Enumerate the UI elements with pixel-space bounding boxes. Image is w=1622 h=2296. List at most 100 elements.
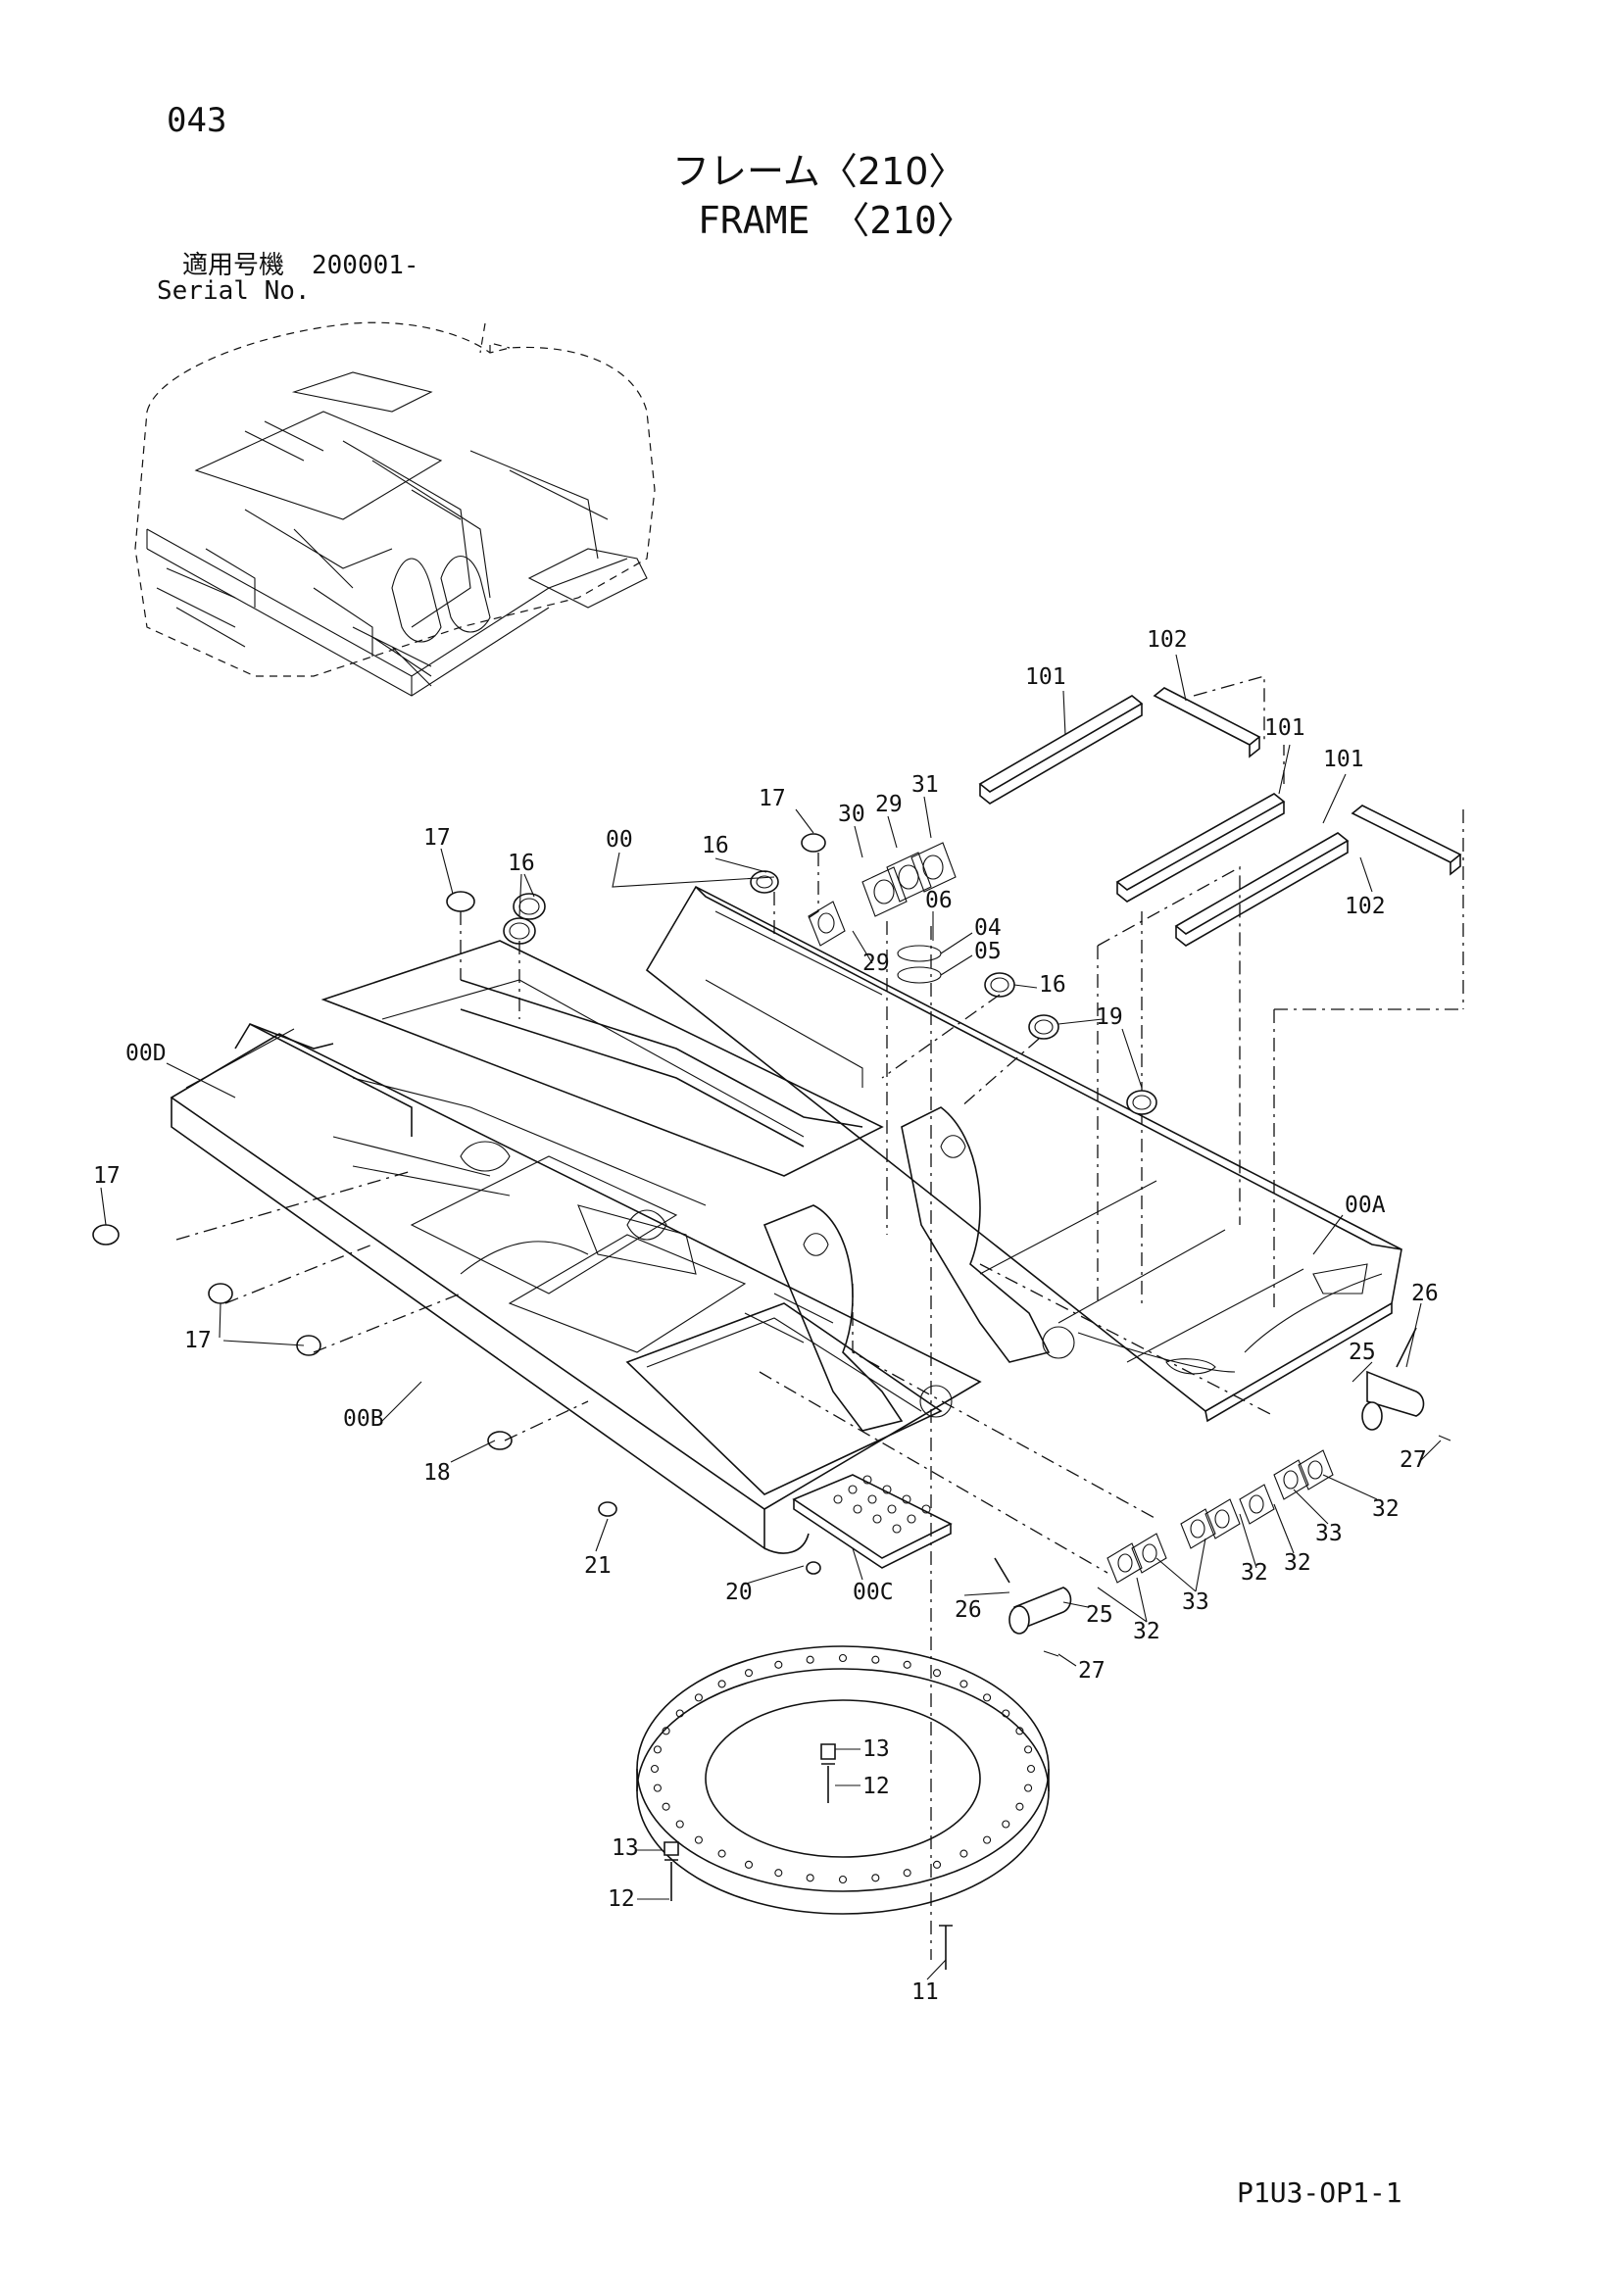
callout-label: 00B	[343, 1406, 384, 1432]
ring-bolt-hole	[662, 1802, 670, 1811]
callout-label: 33	[1182, 1589, 1209, 1615]
callout-label: 31	[911, 772, 939, 798]
callout-label: 101	[1025, 664, 1066, 690]
callout-label: 11	[911, 1979, 939, 2005]
callout-label: 13	[862, 1736, 890, 1762]
ring-bolt-hole	[653, 1745, 662, 1754]
ring-bolt-hole	[903, 1869, 911, 1878]
ring-bolt-hole	[932, 1860, 942, 1869]
callout-label: 16	[1039, 972, 1066, 998]
ring-bolt-hole	[983, 1693, 992, 1702]
ring-bolt-hole	[1002, 1709, 1010, 1718]
ring-bolt-hole	[838, 1653, 848, 1663]
callout-label: 25	[1086, 1602, 1113, 1628]
callout-label: 32	[1284, 1550, 1311, 1576]
ring-bolt-hole	[744, 1860, 754, 1869]
serial-number-value: 200001-	[312, 251, 419, 280]
callout-label: 13	[612, 1835, 639, 1861]
callout-label: 16	[508, 851, 535, 876]
ring-bolt-hole	[983, 1835, 992, 1844]
ring-bolt-hole	[1002, 1820, 1010, 1829]
callout-label: 32	[1133, 1619, 1160, 1644]
ring-bolt-hole	[744, 1669, 754, 1678]
ring-bolt-hole	[675, 1820, 684, 1829]
bushing-shims	[808, 842, 957, 984]
callout-label: 17	[184, 1328, 212, 1353]
ring-bolt-hole	[662, 1727, 670, 1735]
ring-bolt-hole	[932, 1669, 942, 1678]
callout-label: 102	[1147, 627, 1188, 653]
callouts: 101 102 101 101 102 17 30 29 31 17 16 00…	[93, 627, 1439, 2005]
ring-bolt-hole	[694, 1835, 703, 1844]
callout-label: 101	[1323, 747, 1364, 772]
ring-bolt-hole	[1024, 1745, 1033, 1754]
callout-label: 27	[1400, 1447, 1427, 1473]
ring-bolt-hole	[1015, 1727, 1024, 1735]
ring-bolt-hole	[806, 1874, 814, 1882]
leader-lines	[100, 654, 1442, 1980]
callout-label: 18	[423, 1460, 451, 1486]
callout-label: 00	[606, 827, 633, 853]
ring-bolt-hole	[838, 1875, 848, 1884]
callout-label: 05	[974, 939, 1002, 964]
assembly-centerlines	[175, 853, 1275, 1960]
shim-plates	[1106, 1449, 1334, 1584]
page-number: 043	[167, 101, 227, 140]
callout-label: 26	[955, 1597, 982, 1623]
callout-label: 29	[875, 792, 903, 817]
ring-bolt-hole	[871, 1655, 880, 1664]
callout-label: 20	[725, 1580, 753, 1605]
callout-label: 16	[702, 833, 729, 858]
boom-pins	[994, 1327, 1451, 1657]
callout-label: 19	[1096, 1004, 1123, 1030]
callout-label: 21	[584, 1553, 612, 1579]
bolts	[664, 1743, 953, 1970]
ring-bolt-hole	[653, 1783, 662, 1792]
serial-label: Serial No.	[157, 276, 311, 306]
callout-label: 25	[1349, 1340, 1376, 1365]
upperstructure-frame	[170, 885, 1402, 1569]
callout-label: 06	[925, 888, 953, 913]
callout-label: 00D	[125, 1041, 167, 1066]
machine-overview-illustration	[134, 321, 656, 697]
callout-label: 12	[608, 1886, 635, 1912]
callout-label: 30	[838, 802, 865, 827]
page-title-japanese: フレーム〈210〉	[672, 150, 966, 193]
drawing-code: P1U3-OP1-1	[1237, 2176, 1402, 2209]
swing-bearing-ring	[636, 1645, 1050, 1915]
ring-bolt-hole	[774, 1869, 783, 1878]
ring-bolt-hole	[1015, 1802, 1024, 1811]
callout-label: 17	[759, 786, 786, 811]
step-plate-holes	[833, 1475, 931, 1534]
callout-label: 33	[1315, 1521, 1343, 1546]
page-title: FRAME 〈210〉	[698, 199, 974, 242]
ring-bolt-hole	[694, 1693, 703, 1702]
serial-label-japanese: 適用号機	[182, 251, 285, 280]
callout-label: 17	[423, 825, 451, 851]
ring-bolt-hole	[903, 1660, 911, 1669]
ring-bolt-hole	[774, 1660, 783, 1669]
callout-label: 102	[1345, 894, 1386, 919]
ring-bolt-hole	[871, 1874, 880, 1882]
callout-label: 32	[1372, 1496, 1400, 1522]
counterweight-blocks	[978, 675, 1464, 1313]
callout-label: 32	[1241, 1560, 1268, 1586]
ring-bolt-hole	[650, 1764, 660, 1774]
ring-bolt-hole	[1024, 1783, 1033, 1792]
callout-label: 04	[974, 915, 1002, 941]
callout-label: 00C	[853, 1580, 894, 1605]
callout-label: 17	[93, 1163, 121, 1189]
ring-bolt-hole	[959, 1849, 968, 1858]
callout-label: 101	[1264, 715, 1305, 741]
callout-label: 26	[1411, 1281, 1439, 1306]
callout-label: 27	[1078, 1658, 1106, 1684]
ring-bolt-hole	[806, 1655, 814, 1664]
ring-bolt-hole	[717, 1849, 726, 1858]
ring-bolt-hole	[1026, 1764, 1036, 1774]
ring-bolt-hole	[675, 1709, 684, 1718]
callout-label: 00A	[1345, 1193, 1386, 1218]
ring-bolt-hole	[959, 1680, 968, 1688]
ring-bolt-hole	[717, 1680, 726, 1688]
callout-label: 12	[862, 1774, 890, 1799]
